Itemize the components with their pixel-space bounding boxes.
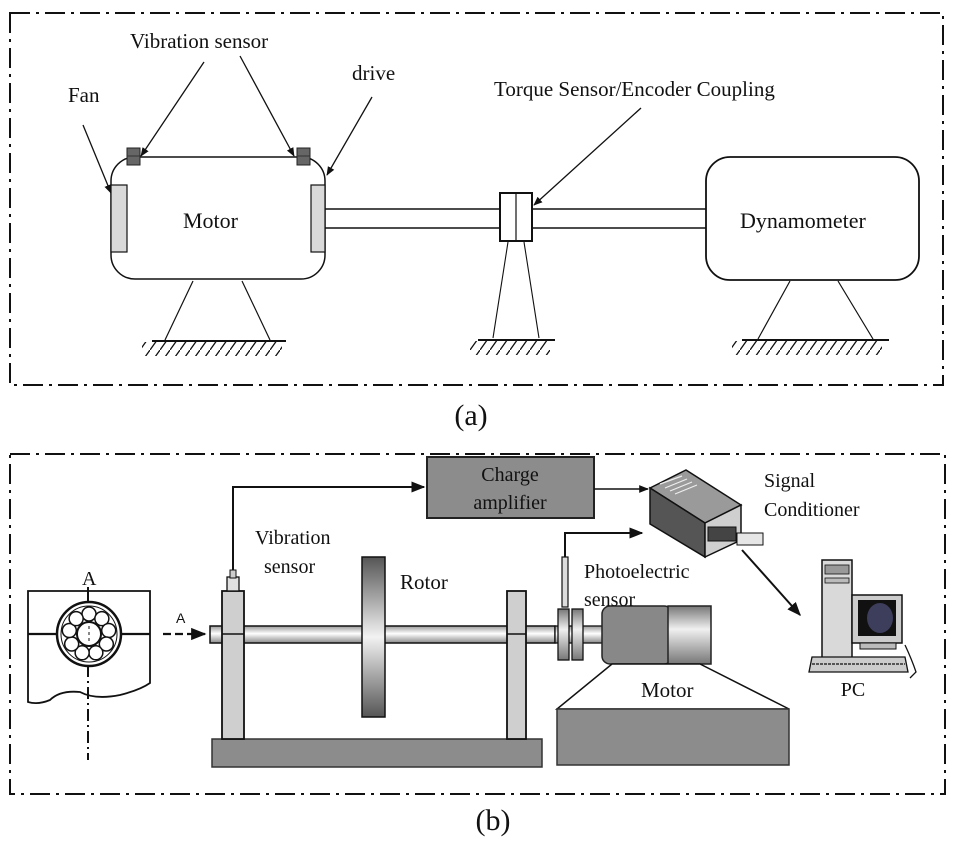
left-pedestal (221, 590, 245, 740)
dynamometer (705, 156, 920, 355)
leader-fan (82, 124, 112, 194)
pc-tower (821, 559, 853, 669)
torque-sensor-label: Torque Sensor/Encoder Coupling (494, 77, 775, 101)
motor-label-b: Motor (641, 678, 694, 702)
motor-stand-a (142, 280, 286, 356)
photoelectric-sensor (561, 556, 569, 608)
leader-drive (326, 96, 373, 176)
vibration-sensor-label-a: Vibration sensor (130, 29, 268, 53)
vibration-signal-wire (232, 481, 426, 570)
drive-block (310, 184, 326, 253)
signal-conditioner-label-1: Signal (764, 470, 816, 492)
rotor-disk (361, 556, 386, 718)
bearing-ball (74, 645, 90, 661)
photoelectric-label-2: sensor (584, 589, 635, 611)
signal-conditioner (648, 469, 764, 559)
bearing-balls (61, 606, 117, 661)
bearing-ball (81, 606, 97, 622)
shaft-coupling-b (557, 608, 584, 661)
panel-b-border (9, 453, 946, 795)
pc (808, 559, 917, 679)
pc-label: PC (841, 679, 865, 701)
panel-b: A A Rotor (9, 453, 946, 795)
bearing-ball (98, 636, 115, 652)
signal-conditioner-label-2: Conditioner (764, 499, 860, 521)
motor-a (110, 147, 326, 280)
charge-amplifier-label-2: amplifier (473, 492, 547, 514)
caption-b: (b) (476, 804, 511, 837)
photoelectric-label-1: Photoelectric (584, 561, 690, 583)
drive-label: drive (352, 61, 395, 85)
panel-a: Motor Dynamom (9, 12, 944, 386)
pc-mouse-cable (904, 644, 917, 679)
fan-block (110, 184, 128, 253)
bearing-ball (63, 636, 80, 652)
caption-a: (a) (454, 399, 487, 432)
view-arrow-label: A (176, 610, 186, 626)
base-plate (211, 738, 543, 768)
leader-torque (533, 107, 642, 206)
conditioner-connector (736, 532, 764, 546)
right-pedestal (506, 590, 527, 740)
conditioner-to-pc-wire (741, 549, 801, 617)
charge-amplifier-label-1: Charge (481, 464, 539, 486)
vibration-sensor-label-b-2: sensor (264, 556, 315, 578)
motor-b (554, 605, 790, 766)
photoelectric-signal-wire (564, 527, 644, 557)
vibration-sensor-b (226, 569, 240, 592)
leader-vibration-right (239, 55, 295, 157)
bearing-ball (100, 622, 117, 639)
section-label-a: A (82, 568, 97, 590)
panel-a-border (9, 12, 944, 386)
bearing-ball (61, 622, 78, 639)
torque-coupling (470, 192, 555, 355)
fan-label: Fan (68, 83, 100, 107)
motor-label-a: Motor (183, 208, 239, 233)
rotor-label: Rotor (400, 570, 448, 594)
dynamometer-label: Dynamometer (740, 208, 867, 233)
bearing-ball (88, 645, 104, 661)
leader-vibration-left (140, 61, 205, 157)
vibration-sensor-label-b-1: Vibration (255, 527, 330, 549)
bearing-ball (94, 610, 110, 627)
bearing-section-view (27, 587, 151, 760)
charge-amplifier (426, 456, 595, 519)
bearing-ball (68, 610, 84, 627)
